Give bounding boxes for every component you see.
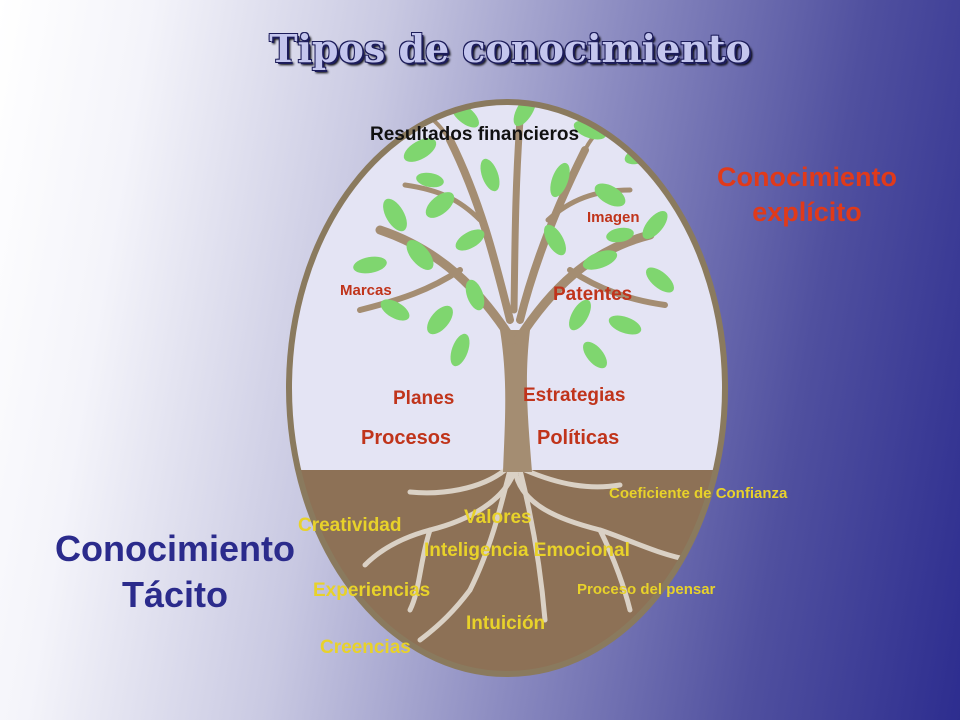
label-creatividad: Creatividad: [298, 515, 402, 536]
label-creencias: Creencias: [320, 637, 411, 658]
page-title: Tipos de conocimiento: [269, 26, 751, 71]
explicit-heading: Conocimiento explícito: [692, 160, 922, 229]
label-intuicion: Intuición: [466, 613, 546, 634]
oval-border: [286, 99, 728, 677]
tacit-heading: Conocimiento Tácito: [40, 526, 310, 618]
label-patentes: Patentes: [553, 284, 633, 305]
label-marcas: Marcas: [340, 282, 392, 299]
label-procesos: Procesos: [361, 427, 452, 449]
label-valores: Valores: [464, 507, 532, 528]
explicit-heading-line1: Conocimiento: [717, 162, 897, 192]
tree-trunk: [500, 330, 532, 472]
roots: [362, 467, 693, 643]
label-resultados: Resultados financieros: [370, 124, 580, 145]
explicit-heading-line2: explícito: [752, 196, 862, 227]
label-planes: Planes: [393, 388, 455, 409]
leaves: [353, 102, 675, 369]
label-estrategias: Estrategias: [523, 385, 626, 406]
label-pensar: Proceso del pensar: [577, 581, 716, 598]
tacit-heading-line2: Tácito: [121, 574, 228, 616]
label-coeficiente: Coeficiente de Confianza: [609, 485, 788, 502]
label-experiencias: Experiencias: [313, 580, 431, 601]
label-imagen: Imagen: [587, 209, 640, 226]
tacit-heading-line1: Conocimiento: [55, 528, 295, 569]
label-inteligencia: Inteligencia Emocional: [424, 540, 630, 561]
label-politicas: Políticas: [537, 427, 620, 449]
